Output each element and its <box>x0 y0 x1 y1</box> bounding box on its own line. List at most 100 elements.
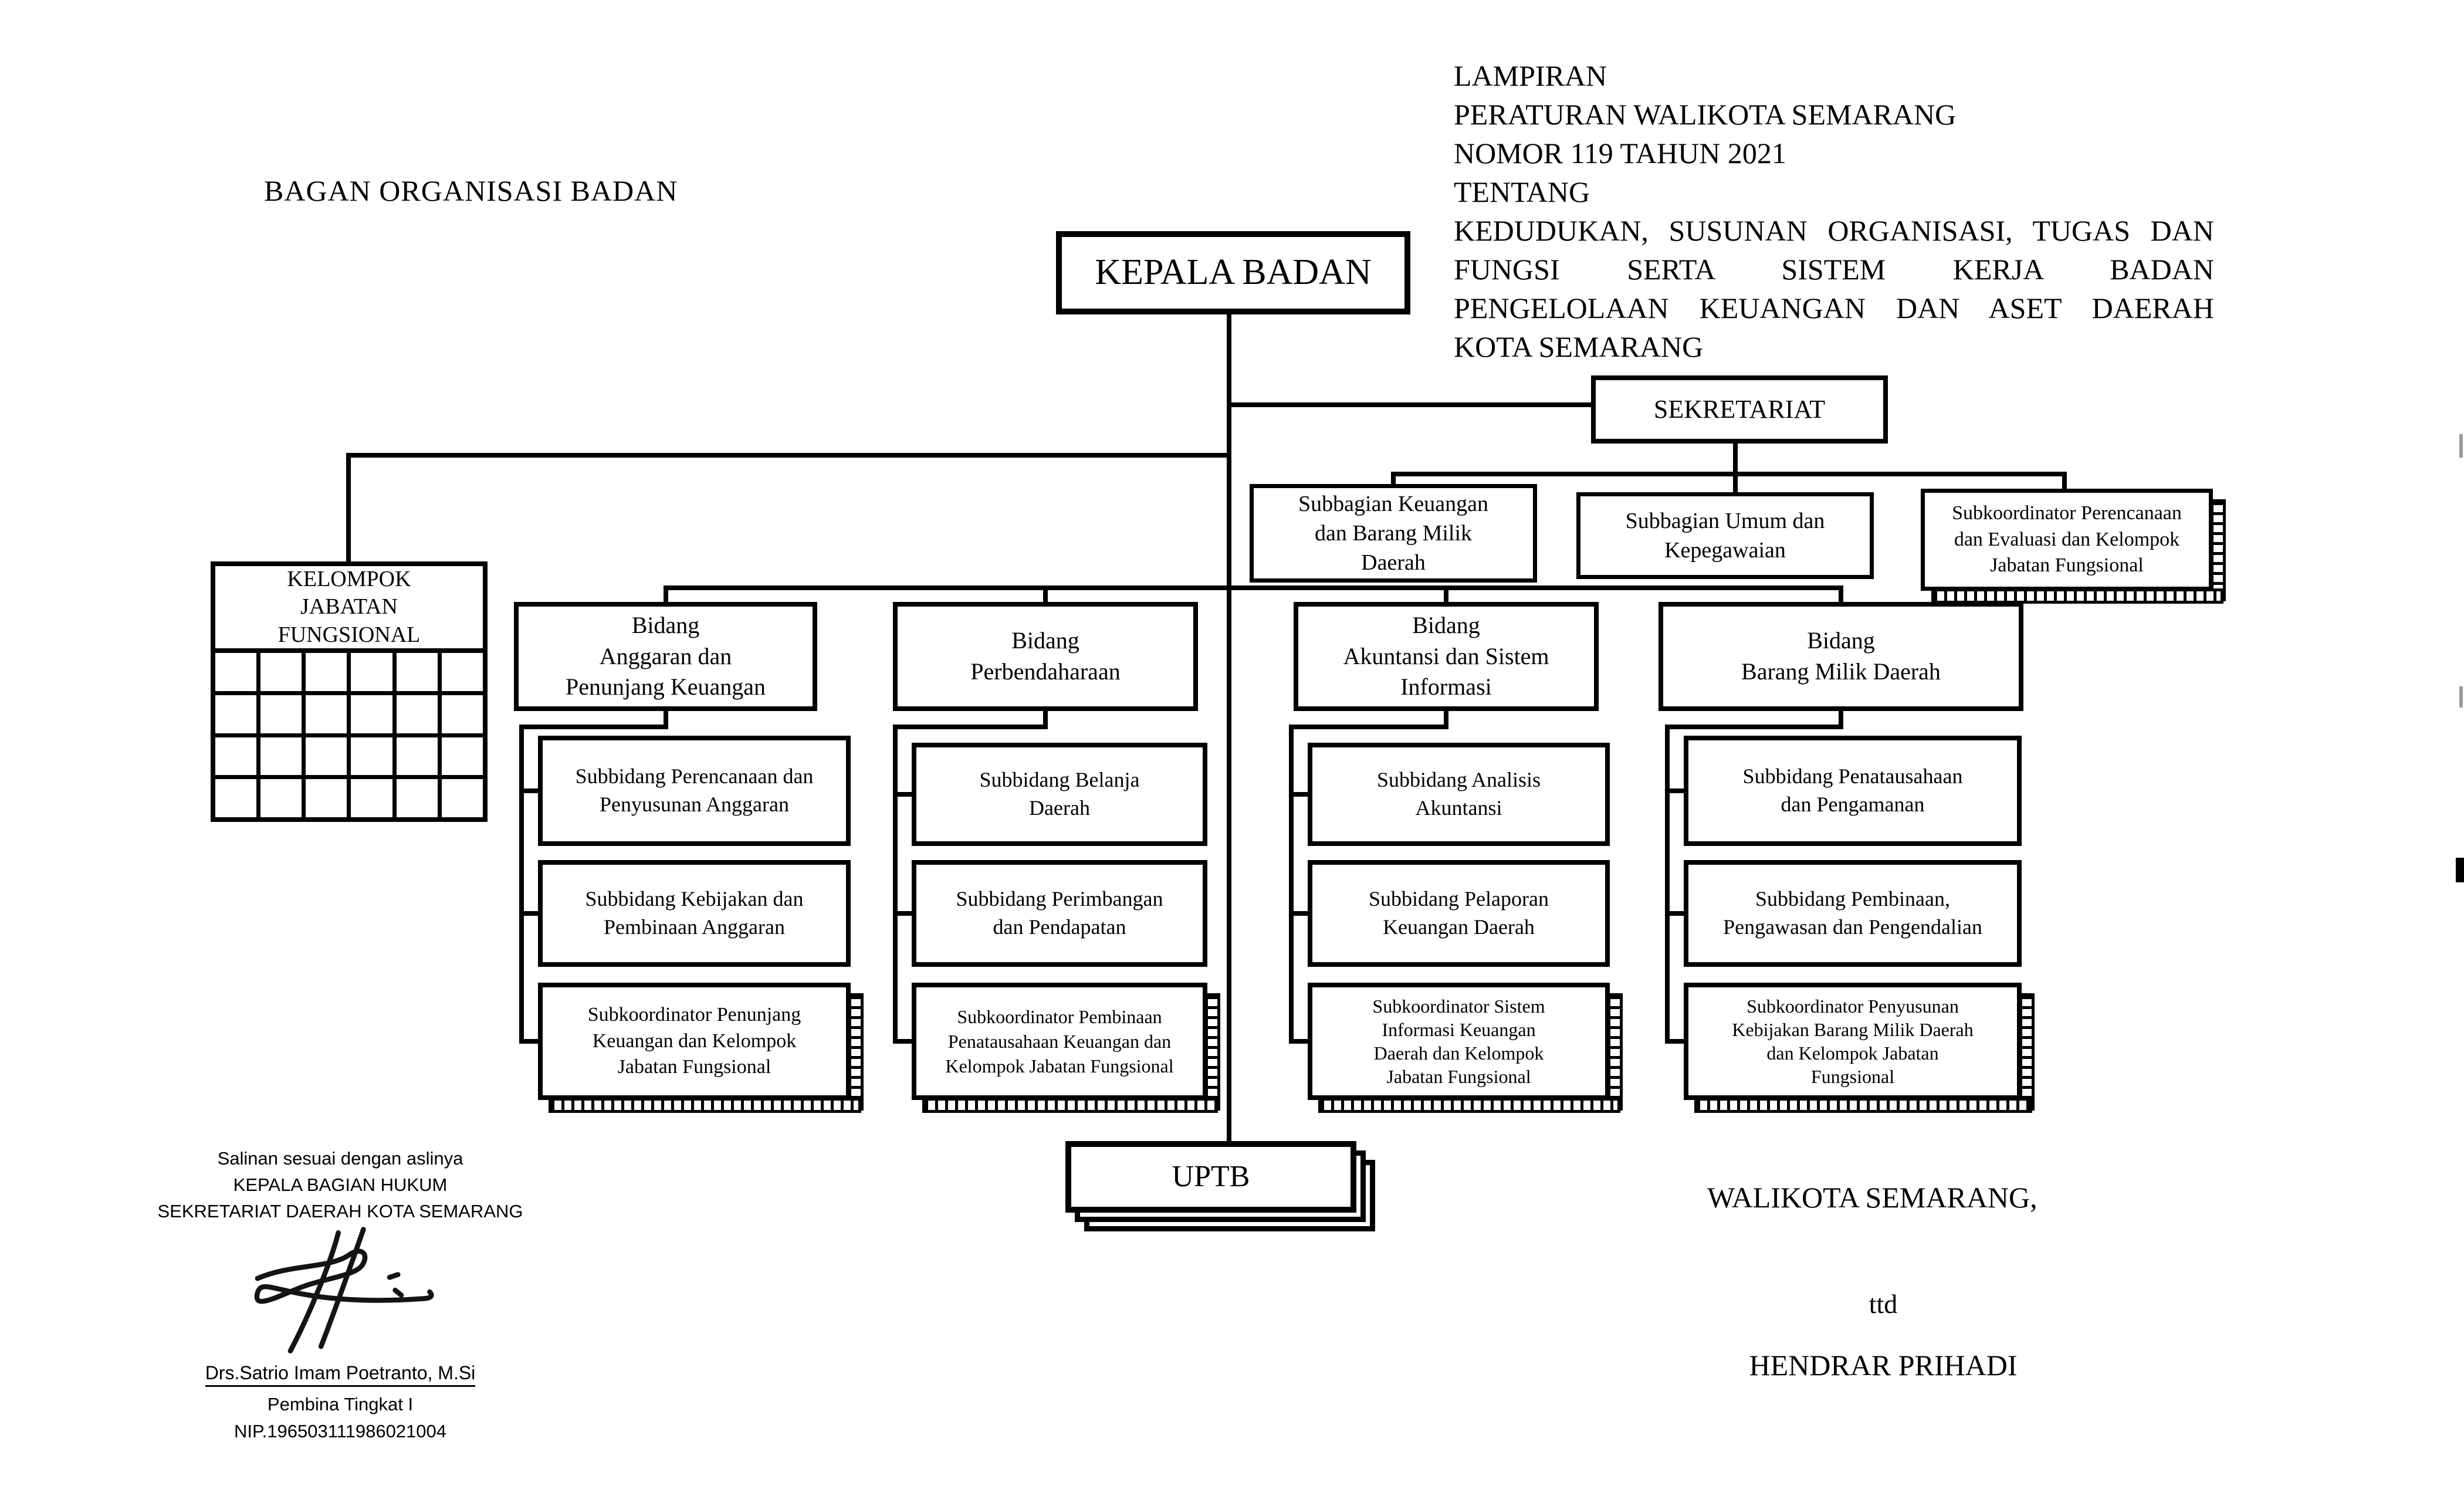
page-title: BAGAN ORGANISASI BADAN <box>264 174 678 207</box>
lampiran-line: PENGELOLAAN KEUANGAN DAN ASET DAERAH <box>1454 292 2214 324</box>
connector-col3-stub <box>1444 709 1448 729</box>
connector-col2-box-stub <box>893 792 919 797</box>
connector-col4-rail <box>1665 725 1670 1044</box>
kelompok-grid-cell <box>215 653 257 691</box>
box-sekretariat: SEKRETARIAT <box>1591 375 1888 444</box>
connector-col2-box-stub <box>893 1039 919 1044</box>
connector-bidang-line <box>664 585 1843 590</box>
salinan-line: Salinan sesuai dengan aslinya <box>217 1148 463 1169</box>
connector-left-branch <box>346 453 1231 458</box>
box-subkoordinator: Subkoordinator Penyusunan Kebijakan Bara… <box>1684 983 2022 1100</box>
connector-col2-rail <box>893 725 898 1044</box>
lampiran-line: KOTA SEMARANG <box>1454 330 1704 363</box>
kelompok-grid-cell <box>306 695 347 733</box>
kelompok-grid-cell <box>396 779 438 817</box>
kelompok-grid-cell <box>215 779 257 817</box>
connector-subbagian-drop <box>2062 472 2067 492</box>
connector-col1-box-stub <box>519 1039 545 1044</box>
connector-col1-stub <box>664 709 668 729</box>
scan-artifact <box>2459 434 2463 458</box>
kelompok-grid-cell <box>306 653 347 691</box>
salinan-line: SEKRETARIAT DAERAH KOTA SEMARANG <box>157 1201 523 1221</box>
kelompok-grid-cell <box>260 695 302 733</box>
box-subbidang: Subbidang Kebijakan dan Pembinaan Anggar… <box>538 860 851 967</box>
connector-col3-box-stub <box>1289 792 1315 797</box>
connector-col3-jog <box>1289 725 1448 729</box>
lampiran-line: KEDUDUKAN, SUSUNAN ORGANISASI, TUGAS DAN <box>1454 214 2214 247</box>
box-subbidang: Subbidang Penatausahaan dan Pengamanan <box>1684 736 2022 846</box>
salinan-line: KEPALA BAGIAN HUKUM <box>233 1175 448 1195</box>
box-bidang-barang-milik: Bidang Barang Milik Daerah <box>1659 602 2023 711</box>
kelompok-grid-cell <box>260 653 302 691</box>
kelompok-title: KELOMPOK JABATAN FUNGSIONAL <box>215 566 483 653</box>
connector-col4-stub <box>1839 709 1843 729</box>
box-subbagian-keuangan: Subbagian Keuangan dan Barang Milik Daer… <box>1250 484 1537 583</box>
connector-bidang-drop <box>664 585 668 603</box>
signature-image <box>217 1225 452 1359</box>
lampiran-line: NOMOR 119 TAHUN 2021 <box>1454 137 1786 170</box>
connector-kelompok-drop <box>346 453 351 562</box>
connector-col4-box-stub <box>1665 1039 1691 1044</box>
connector-col2-stub <box>1043 709 1048 729</box>
kelompok-grid-cell <box>441 695 483 733</box>
box-kepala-badan: KEPALA BADAN <box>1056 231 1410 314</box>
kelompok-grid-cell <box>260 737 302 776</box>
connector-col3-rail <box>1289 725 1294 1044</box>
connector-col1-rail <box>519 725 524 1044</box>
connector-sekretariat-branch <box>1229 402 1593 407</box>
kelompok-grid-cell <box>215 737 257 776</box>
lampiran-line: TENTANG <box>1454 175 1590 208</box>
ttd-label: ttd <box>1869 1289 1898 1319</box>
kelompok-grid-cell <box>441 737 483 776</box>
connector-col2-jog <box>893 725 1048 729</box>
box-subbidang: Subbidang Pembinaan, Pengawasan dan Peng… <box>1684 860 2022 967</box>
box-subkoordinator: Subkoordinator Sistem Informasi Keuangan… <box>1308 983 1610 1100</box>
connector-col3-box-stub <box>1289 911 1315 916</box>
connector-col4-box-stub <box>1665 788 1691 793</box>
box-subbidang: Subbidang Analisis Akuntansi <box>1308 743 1610 846</box>
signature-scribble <box>254 1227 434 1353</box>
official-nip: NIP.196503111986021004 <box>233 1421 447 1441</box>
walikota-name: HENDRAR PRIHADI <box>1749 1349 2018 1382</box>
box-subbidang: Subbidang Perimbangan dan Pendapatan <box>912 860 1207 967</box>
connector-sekretariat-drop <box>1733 442 1738 495</box>
box-subkoordinator-perencanaan: Subkoordinator Perencanaan dan Evaluasi … <box>1921 489 2213 591</box>
kelompok-grid-cell <box>441 653 483 691</box>
box-kelompok-jabatan-fungsional: KELOMPOK JABATAN FUNGSIONAL <box>211 561 488 822</box>
kelompok-grid-cell <box>396 737 438 776</box>
lampiran-line: LAMPIRAN <box>1454 59 1607 92</box>
kelompok-grid-cell <box>306 779 347 817</box>
connector-bidang-drop <box>1043 585 1048 603</box>
walikota-title: WALIKOTA SEMARANG, <box>1707 1181 2037 1214</box>
kelompok-grid-cell <box>306 737 347 776</box>
box-subkoordinator: Subkoordinator Penunjang Keuangan dan Ke… <box>538 983 851 1100</box>
box-bidang-akuntansi: Bidang Akuntansi dan Sistem Informasi <box>1294 602 1599 711</box>
box-subbidang: Subbidang Pelaporan Keuangan Daerah <box>1308 860 1610 967</box>
connector-col2-box-stub <box>893 911 919 916</box>
kelompok-grid-cell <box>351 737 392 776</box>
connector-col1-jog <box>519 725 668 729</box>
kelompok-grid-cell <box>396 695 438 733</box>
scan-artifact <box>2459 686 2463 708</box>
connector-subbagian-line <box>1391 472 2067 476</box>
scan-artifact <box>2456 858 2464 882</box>
box-uptb: UPTB <box>1065 1141 1356 1213</box>
box-subkoordinator: Subkoordinator Pembinaan Penatausahaan K… <box>912 983 1207 1100</box>
kelompok-grid-cell <box>260 779 302 817</box>
connector-col1-box-stub <box>519 788 545 793</box>
kelompok-grid-cell <box>351 653 392 691</box>
kelompok-grid-cell <box>396 653 438 691</box>
kelompok-grid-cell <box>351 695 392 733</box>
salinan-block: Salinan sesuai dengan aslinya KEPALA BAG… <box>135 1145 546 1224</box>
box-subbidang: Subbidang Perencanaan dan Penyusunan Ang… <box>538 736 851 846</box>
connector-bidang-drop <box>1444 585 1448 603</box>
lampiran-line: FUNGSI SERTA SISTEM KERJA BADAN <box>1454 253 2214 286</box>
kelompok-grid-cell <box>215 695 257 733</box>
lampiran-block: LAMPIRAN PERATURAN WALIKOTA SEMARANG NOM… <box>1454 56 2214 366</box>
box-subbagian-umum: Subbagian Umum dan Kepegawaian <box>1576 492 1874 579</box>
official-name: Drs.Satrio Imam Poetranto, M.Si <box>135 1362 546 1387</box>
box-bidang-perbendaharaan: Bidang Perbendaharaan <box>893 602 1198 711</box>
lampiran-line: PERATURAN WALIKOTA SEMARANG <box>1454 98 1957 131</box>
connector-col3-box-stub <box>1289 1039 1315 1044</box>
